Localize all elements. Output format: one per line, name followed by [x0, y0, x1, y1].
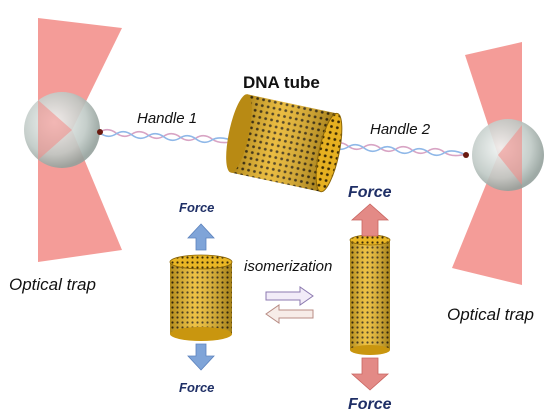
- dna-handle-right: [331, 141, 469, 158]
- force-label-red-top: Force: [348, 184, 392, 201]
- dna-tube-main: [226, 94, 343, 193]
- force-label-blue-bottom: Force: [179, 380, 215, 395]
- left-optical-trap: [24, 18, 122, 262]
- handle-1-label: Handle 1: [137, 110, 198, 127]
- left-attachment-point: [97, 129, 103, 135]
- force-arrow-blue-up: [187, 223, 215, 251]
- dna-handle-left: [97, 128, 237, 144]
- force-label-blue-top: Force: [179, 200, 215, 215]
- dna-tube-title: DNA tube: [243, 73, 320, 92]
- isomerization-equilibrium-arrows: [265, 286, 314, 324]
- force-arrow-red-down: [350, 357, 390, 391]
- force-arrow-red-up: [350, 203, 390, 237]
- force-label-red-bottom: Force: [348, 396, 392, 413]
- right-optical-trap: [452, 42, 544, 285]
- optical-trap-right-label: Optical trap: [447, 305, 534, 324]
- handle-2-label: Handle 2: [370, 121, 431, 138]
- dna-tube-short: [169, 254, 233, 341]
- force-arrow-blue-down: [187, 343, 215, 371]
- optical-trap-left-label: Optical trap: [9, 275, 96, 294]
- right-attachment-point: [463, 152, 469, 158]
- dna-tube-long: [349, 234, 391, 355]
- isomerization-label: isomerization: [244, 258, 333, 275]
